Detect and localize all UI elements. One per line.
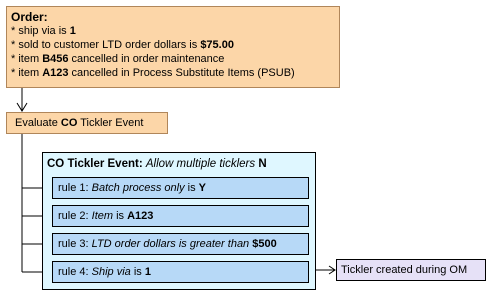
order-line-ltd-dollars: * sold to customer LTD order dollars is … — [11, 39, 234, 51]
rule-3-box: rule 3: LTD order dollars is greater tha… — [52, 233, 309, 255]
order-line-ship-via: * ship via is 1 — [11, 25, 76, 37]
order-line-b456: * item B456 cancelled in order maintenan… — [11, 53, 225, 65]
tickler-event-header: CO Tickler Event: Allow multiple tickler… — [47, 158, 267, 170]
order-line-a123: * item A123 cancelled in Process Substit… — [11, 67, 295, 79]
rule-1-box: rule 1: Batch process only is Y — [52, 177, 309, 199]
evaluate-tickler-event-box: Evaluate CO Tickler Event — [6, 112, 168, 134]
order-title: Order: — [11, 10, 48, 24]
rule-4-box: rule 4: Ship via is 1 — [52, 261, 309, 283]
order-box: Order: * ship via is 1 * sold to custome… — [6, 6, 340, 88]
tickler-result-box: Tickler created during OM — [336, 259, 486, 281]
rule-2-box: rule 2: Item is A123 — [52, 205, 309, 227]
